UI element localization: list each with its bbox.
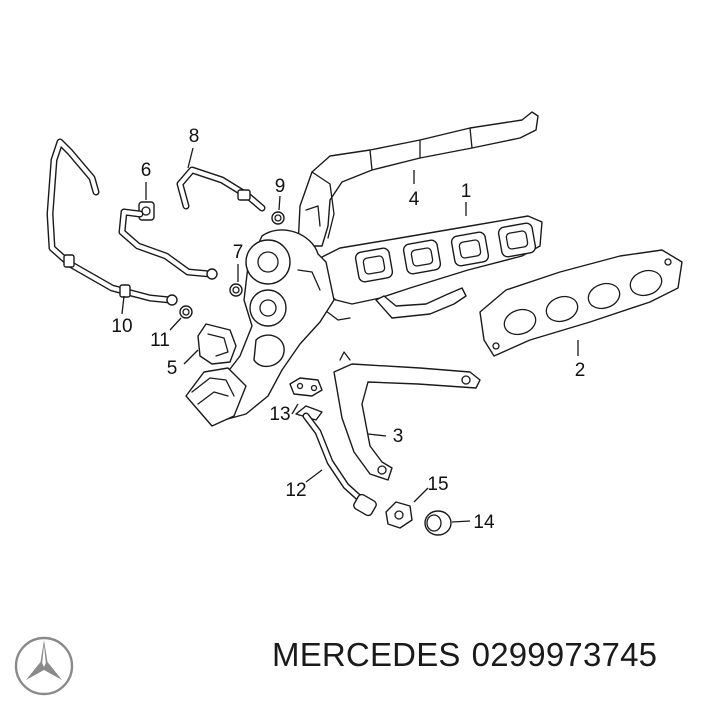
callout-6: 6 bbox=[141, 160, 152, 181]
brand-name: MERCEDES bbox=[272, 636, 461, 673]
support-bracket-part bbox=[333, 351, 481, 481]
heat-shield-part bbox=[297, 111, 539, 247]
callout-7: 7 bbox=[233, 242, 244, 263]
callout-10: 10 bbox=[111, 316, 132, 337]
part-number: 0299973745 bbox=[471, 636, 658, 673]
flange-seal-part-15 bbox=[385, 501, 413, 529]
callout-13: 13 bbox=[269, 404, 290, 425]
seal-ring-11 bbox=[179, 305, 193, 319]
mercedes-star-icon bbox=[14, 636, 74, 696]
coolant-line-part-8 bbox=[176, 166, 266, 212]
callout-11: 11 bbox=[150, 330, 170, 351]
plug-part-14 bbox=[424, 510, 452, 536]
turbocharger-part bbox=[185, 229, 335, 427]
callout-5: 5 bbox=[167, 358, 178, 379]
flange-gasket-part-13 bbox=[289, 377, 323, 397]
callout-1: 1 bbox=[461, 181, 472, 202]
seal-ring-7 bbox=[229, 283, 243, 297]
exhaust-manifold-part bbox=[311, 215, 543, 321]
callout-9: 9 bbox=[275, 176, 286, 197]
manifold-gasket-part bbox=[479, 249, 683, 357]
inlet-pipe-part bbox=[197, 323, 237, 365]
callout-2: 2 bbox=[575, 360, 586, 381]
oil-return-pipe-part-12 bbox=[295, 405, 377, 517]
callout-3: 3 bbox=[393, 426, 404, 447]
seal-ring-9 bbox=[271, 211, 285, 225]
callout-15: 15 bbox=[427, 474, 448, 495]
callout-4: 4 bbox=[409, 189, 420, 210]
oil-line-part-6-line bbox=[118, 208, 218, 280]
callout-12: 12 bbox=[285, 480, 306, 501]
leader-lines bbox=[121, 147, 579, 523]
callout-14: 14 bbox=[473, 512, 495, 533]
oil-line-part-10 bbox=[46, 138, 178, 306]
callout-8: 8 bbox=[189, 126, 200, 147]
part-caption: MERCEDES 0299973745 bbox=[272, 636, 720, 686]
